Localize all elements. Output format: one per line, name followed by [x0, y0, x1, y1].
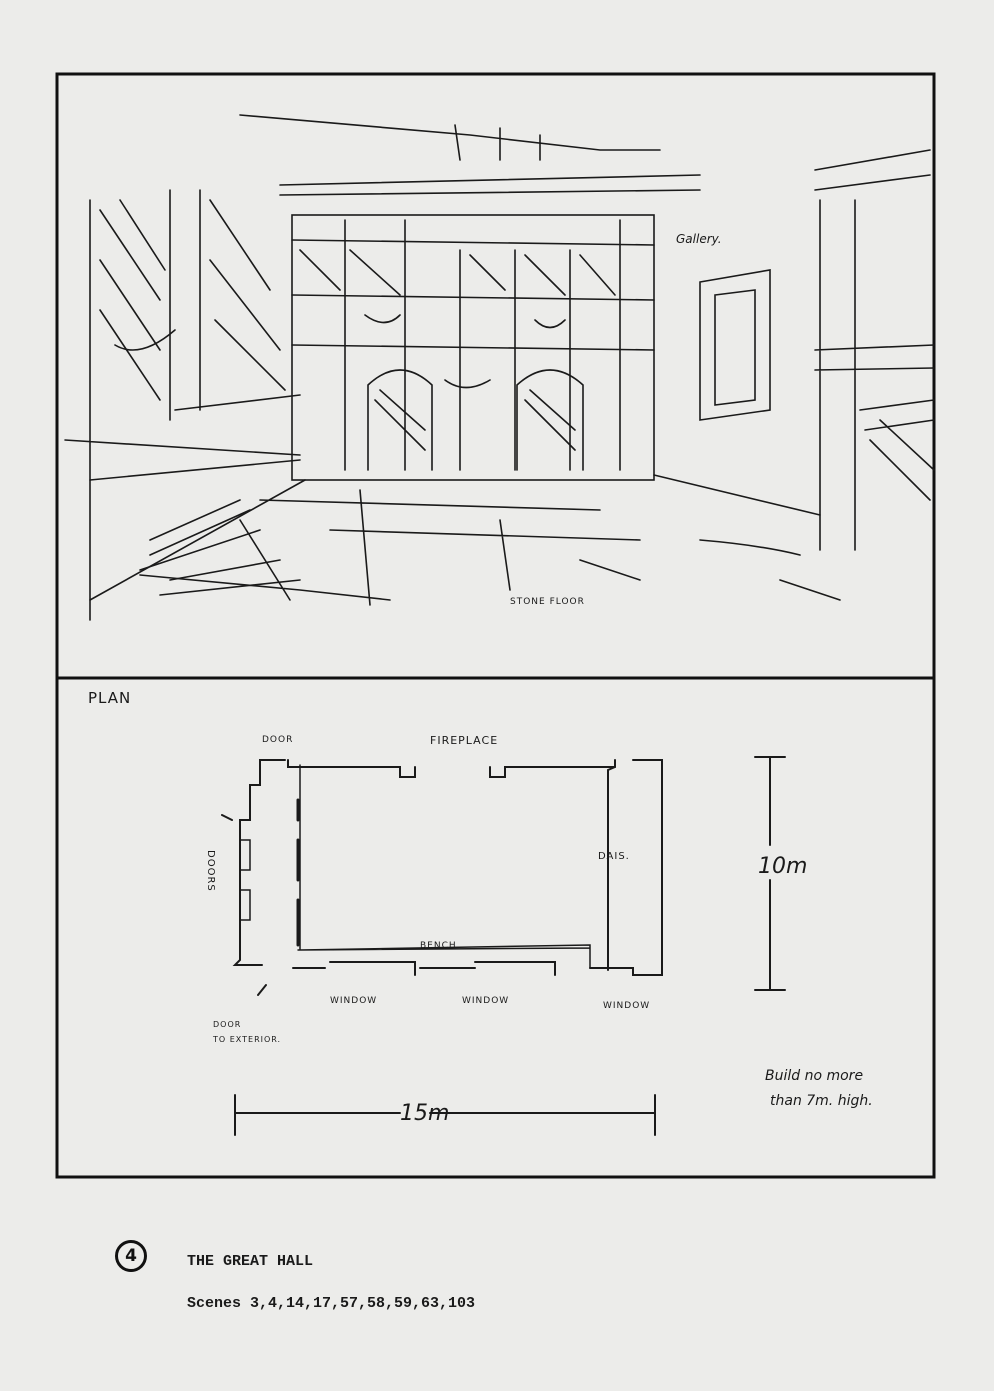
set-title: THE GREAT HALL	[187, 1253, 314, 1270]
height-note-line-1: Build no more	[765, 1068, 863, 1084]
fireplace-label: FIREPLACE	[430, 734, 498, 747]
plan-title: PLAN	[88, 689, 131, 707]
stone-floor-label: STONE FLOOR	[510, 597, 585, 607]
scene-number-badge: 4	[115, 1240, 147, 1272]
dais-label: DAIS.	[598, 851, 630, 862]
scene-list: Scenes 3,4,14,17,57,58,59,63,103	[187, 1295, 476, 1312]
window-label-3: WINDOW	[603, 1001, 650, 1011]
window-label-2: WINDOW	[462, 996, 509, 1006]
door-exterior-label: DOOR	[213, 1020, 241, 1029]
bench-label: BENCH.	[420, 941, 460, 951]
doors-label: DOORS	[205, 850, 216, 892]
floor-plan	[221, 756, 786, 1136]
door-label: DOOR	[262, 735, 293, 745]
width-dimension-label: 15m	[400, 1101, 449, 1126]
window-label-1: WINDOW	[330, 996, 377, 1006]
height-note-line-2: than 7m. high.	[770, 1093, 873, 1109]
great-hall-sketch	[64, 114, 935, 621]
door-exterior-label-2: TO EXTERIOR.	[212, 1035, 281, 1044]
gallery-label: Gallery.	[676, 232, 722, 246]
frame-border	[55, 72, 936, 1179]
height-dimension-label: 10m	[758, 854, 807, 879]
